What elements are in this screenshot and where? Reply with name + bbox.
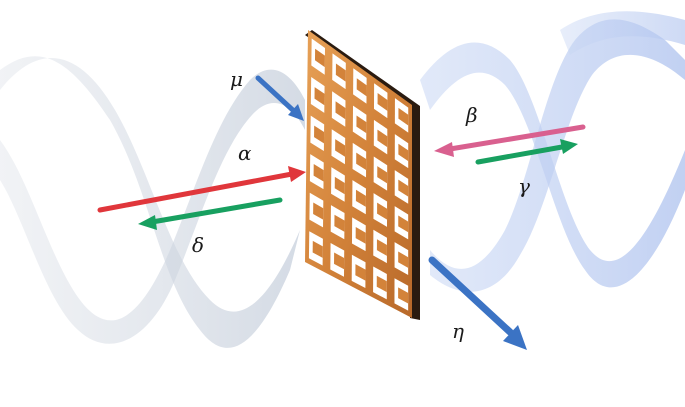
plate-slot-tab (355, 189, 366, 207)
plate-slot-tab (335, 101, 346, 120)
arrow-beta (434, 124, 586, 157)
right-wave (420, 11, 685, 292)
plate-slot-tab (314, 125, 325, 144)
plate-slot-tab (355, 226, 366, 244)
plate-slot-tab (398, 107, 409, 126)
plate-slot-tab (398, 179, 409, 197)
plate-slot-tab (376, 239, 387, 256)
plate-slot-tab (334, 252, 345, 270)
label-eta: η (452, 319, 464, 343)
arrow-gamma (475, 139, 578, 165)
plate-slot-tab (335, 139, 346, 157)
plate-slot-tab (377, 129, 388, 148)
plate-slot-tab (314, 87, 325, 106)
plate-slot-tab (377, 202, 388, 220)
plate-slot-tab (335, 63, 346, 82)
plate-slot-tab (398, 143, 409, 162)
plate-slot-tab (312, 240, 323, 258)
plate-slot-tab (377, 166, 388, 184)
plate-slot-grid (308, 38, 409, 311)
right-wave-ribbon-2 (430, 19, 685, 292)
arrow-eta (428, 256, 527, 350)
label-gamma: γ (518, 174, 530, 198)
plate-slot-tab (356, 152, 367, 171)
left-wave-ribbon-2 (0, 69, 305, 344)
label-delta: δ (192, 233, 204, 257)
plate-slot-tab (356, 78, 367, 97)
plate-slot-tab (334, 214, 345, 232)
plate-slot-tab (377, 93, 388, 111)
plate-slot-tab (376, 275, 387, 293)
plate-slot-tab (398, 215, 409, 233)
plate-slot-tab (313, 202, 324, 220)
plate-slot-tab (356, 115, 367, 134)
metasurface-plate (305, 30, 420, 320)
arrow-delta (138, 197, 283, 230)
arrow-mu (255, 75, 304, 121)
plate-slot-tab (334, 176, 345, 195)
plate-slot-tab (398, 287, 409, 304)
plate-slot-tab (313, 164, 324, 182)
label-beta: β (465, 103, 478, 127)
plate-slot-tab (355, 264, 366, 281)
label-alpha: α (238, 141, 252, 165)
label-mu: μ (230, 67, 243, 91)
arrow-alpha (97, 166, 306, 213)
plate-slot-tab (314, 48, 325, 68)
right-wave-ribbon-3 (560, 11, 685, 55)
plate-slot-tab (398, 251, 409, 268)
